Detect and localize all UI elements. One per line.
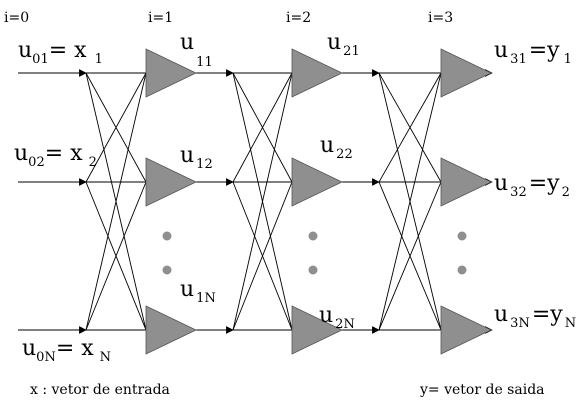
ellipsis-dots	[162, 231, 467, 275]
layer-label-2: i=2	[286, 10, 311, 26]
neuron-triangle	[291, 157, 343, 207]
neuron-triangle	[145, 157, 197, 207]
input-vector-caption: x : vetor de entrada	[30, 382, 170, 398]
output-vector-caption: y= vetor de saida	[419, 382, 545, 398]
neuron-triangle	[145, 305, 197, 355]
neuron-triangle	[291, 48, 343, 98]
neuron-triangle	[440, 157, 492, 207]
neuron-triangle	[145, 48, 197, 98]
layer-label-3: i=3	[428, 10, 453, 26]
ellipsis-dot	[308, 265, 318, 275]
neuron-triangle	[440, 305, 492, 355]
neuron-triangle	[291, 305, 343, 355]
connection-line	[232, 181, 293, 331]
arrows	[18, 69, 493, 334]
connection-lines	[85, 72, 442, 331]
neuron-triangle	[440, 48, 492, 98]
connection-line	[85, 72, 147, 331]
ellipsis-dot	[162, 265, 172, 275]
unit-label-11: u11	[180, 30, 213, 70]
ellipsis-dot	[308, 231, 318, 241]
layer-label-1: i=1	[148, 10, 173, 26]
ellipsis-dot	[457, 231, 467, 241]
ellipsis-dot	[457, 265, 467, 275]
connection-line	[378, 72, 442, 331]
connection-line	[85, 72, 147, 183]
connection-line	[378, 181, 442, 331]
connection-line	[85, 181, 147, 331]
connection-line	[232, 72, 293, 183]
ellipsis-dot	[162, 231, 172, 241]
neuron-triangles	[145, 48, 492, 355]
connection-line	[378, 72, 442, 183]
layer-label-0: i=0	[4, 10, 29, 26]
connection-line	[232, 72, 293, 331]
